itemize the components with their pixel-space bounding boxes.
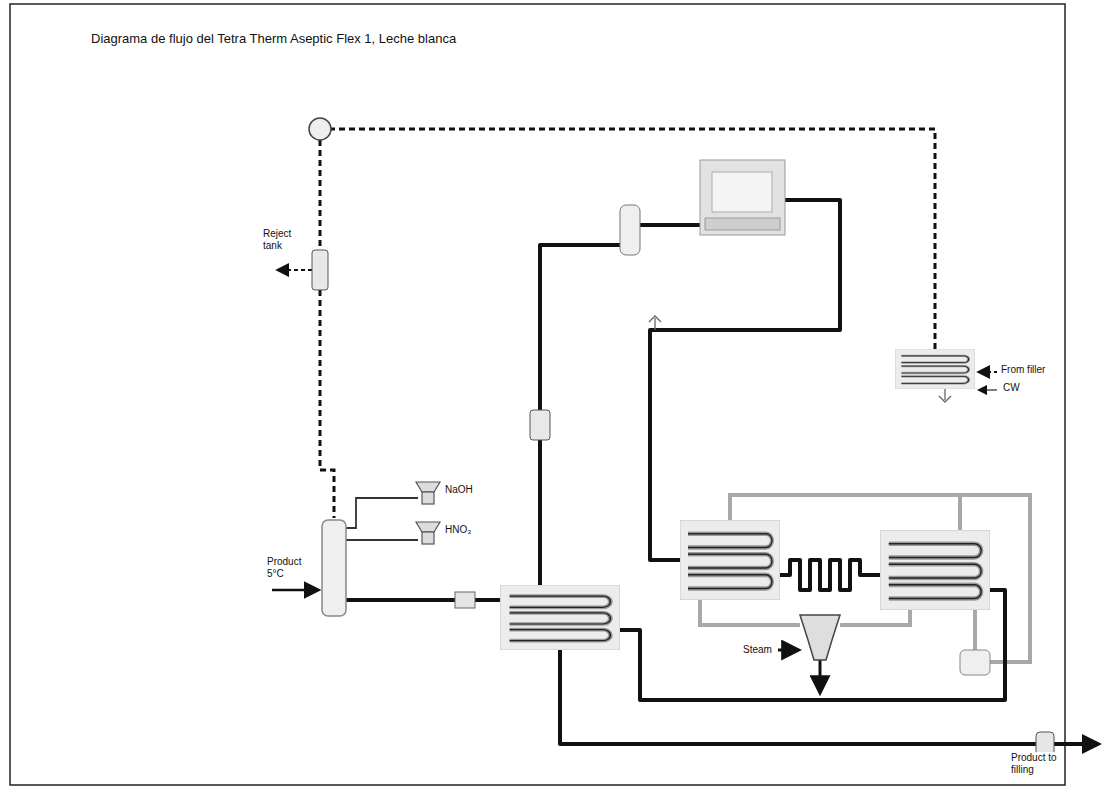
frame bbox=[10, 4, 1065, 785]
steam-exhaust bbox=[819, 660, 822, 692]
hot-water-tank bbox=[960, 650, 990, 675]
reject-valve bbox=[312, 250, 328, 290]
vent-symbol bbox=[649, 316, 951, 402]
product-line bbox=[272, 200, 1098, 744]
homogenizer bbox=[700, 160, 785, 235]
outlet-label: Reject tank bbox=[262, 228, 306, 251]
flow-meter bbox=[455, 592, 475, 608]
return-label: From filler bbox=[1000, 364, 1046, 376]
heat-exchanger bbox=[880, 530, 990, 610]
inlet-label: Product 5°C bbox=[266, 556, 312, 579]
chemical-label: HNO₃ bbox=[444, 524, 472, 536]
regenerative-heat-exchanger bbox=[500, 585, 620, 650]
heat-exchanger bbox=[680, 520, 780, 600]
steam-line bbox=[778, 649, 798, 652]
utility-label: CW bbox=[1002, 382, 1021, 394]
divert-valve bbox=[530, 410, 550, 440]
chemical-label: NaOH bbox=[444, 484, 474, 496]
return-line bbox=[278, 129, 997, 518]
cooling-water-line bbox=[979, 389, 997, 391]
outlet-label: Product to filling bbox=[1010, 752, 1064, 775]
utility-label: Steam bbox=[742, 644, 773, 656]
dosing-line bbox=[346, 498, 418, 540]
dosing-pump bbox=[416, 482, 440, 544]
cooler bbox=[895, 349, 975, 389]
three-way-valve bbox=[309, 118, 331, 140]
deaerator bbox=[620, 205, 640, 255]
balance-tank bbox=[322, 520, 346, 616]
diagram-title: Diagrama de flujo del Tetra Therm Asepti… bbox=[90, 32, 457, 47]
steam-injector bbox=[800, 615, 840, 660]
